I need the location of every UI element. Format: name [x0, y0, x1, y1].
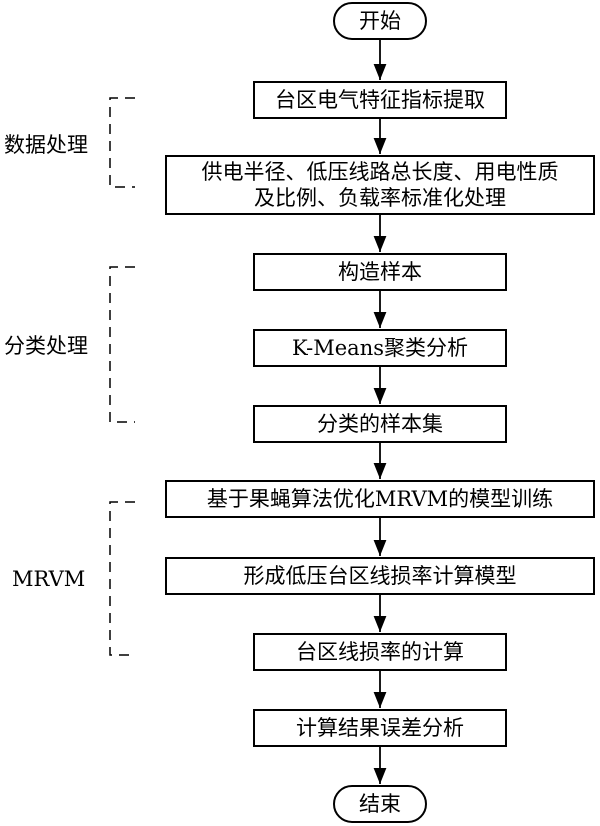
step-error-analysis: 计算结果误差分析: [253, 709, 507, 747]
bracket-data-processing: [109, 97, 135, 188]
step-build-loss-model: 形成低压台区线损率计算模型: [165, 557, 595, 595]
bracket-classification: [109, 266, 135, 423]
group-label-data-processing: 数据处理: [4, 133, 88, 157]
bracket-mrvm: [109, 501, 135, 656]
step-normalize-line-2: 及比例、负载率标准化处理: [254, 186, 506, 210]
step-normalize-line-1: 供电半径、低压线路总长度、用电性质: [201, 160, 559, 184]
end-node: 结束: [333, 785, 427, 823]
step-normalize-features: 供电半径、低压线路总长度、用电性质 及比例、负载率标准化处理: [165, 155, 595, 215]
step-classified-sample-set: 分类的样本集: [253, 405, 507, 443]
step-calculate-loss-rate: 台区线损率的计算: [253, 633, 507, 671]
group-label-mrvm: MRVM: [12, 567, 86, 591]
step-extract-indicators: 台区电气特征指标提取: [253, 81, 507, 119]
step-kmeans-clustering: K-Means聚类分析: [253, 329, 507, 367]
start-node: 开始: [333, 2, 427, 40]
step-mrvm-training: 基于果蝇算法优化MRVM的模型训练: [165, 480, 595, 518]
group-label-classification: 分类处理: [4, 334, 88, 358]
step-construct-samples: 构造样本: [253, 253, 507, 291]
